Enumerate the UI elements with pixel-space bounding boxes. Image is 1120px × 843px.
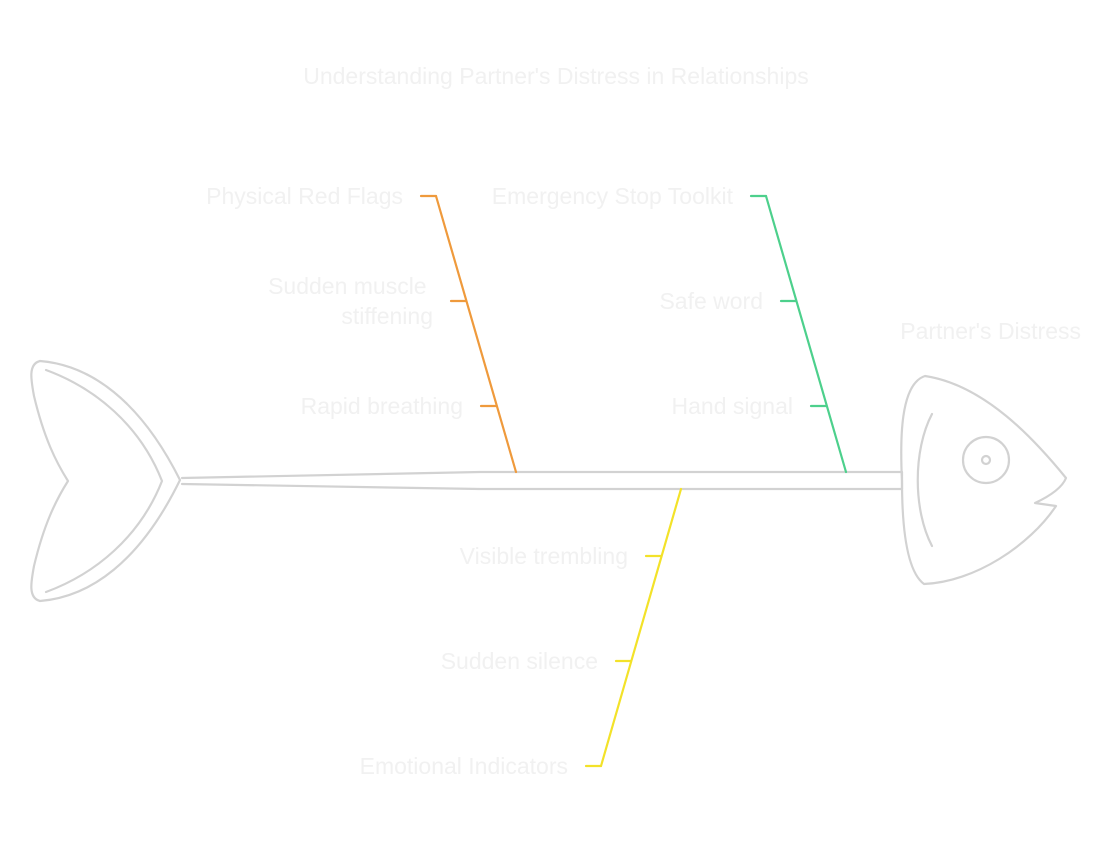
cause-label-visible-trembling: Visible trembling [460, 543, 628, 569]
cause-label-hand-signal: Hand signal [672, 393, 793, 419]
category-label-emotional-indicators: Emotional Indicators [360, 753, 568, 779]
bone-line-emotional-indicators [599, 487, 683, 768]
cause-label-rapid-breathing: Rapid breathing [301, 393, 463, 419]
fish-pupil [980, 454, 992, 466]
bone-line-physical-red-flags [434, 194, 518, 474]
category-label-physical-red-flags: Physical Red Flags [206, 183, 403, 209]
bone-physical-red-flags [419, 194, 518, 474]
head-label: Partner's Distress [900, 318, 1081, 344]
cause-label-sudden-silence: Sudden silence [441, 648, 598, 674]
fish-eye [961, 435, 1011, 485]
bone-emotional-indicators [584, 487, 683, 768]
fish-head [900, 374, 1068, 586]
bone-line-emergency-stop-toolkit [764, 194, 848, 474]
cause-label-line: Sudden muscle [268, 273, 427, 299]
cause-label-line: stiffening [341, 303, 433, 329]
cause-label-safe-word: Safe word [659, 288, 763, 314]
bone-emergency-stop-toolkit [749, 194, 848, 474]
diagram-title: Understanding Partner's Distress in Rela… [303, 63, 809, 89]
category-label-emergency-stop-toolkit: Emergency Stop Toolkit [492, 183, 734, 209]
fish-tail [30, 359, 182, 603]
fish-spine [180, 470, 904, 491]
cause-label-sudden-muscle-stiffening: Sudden muscle stiffening [268, 273, 433, 329]
